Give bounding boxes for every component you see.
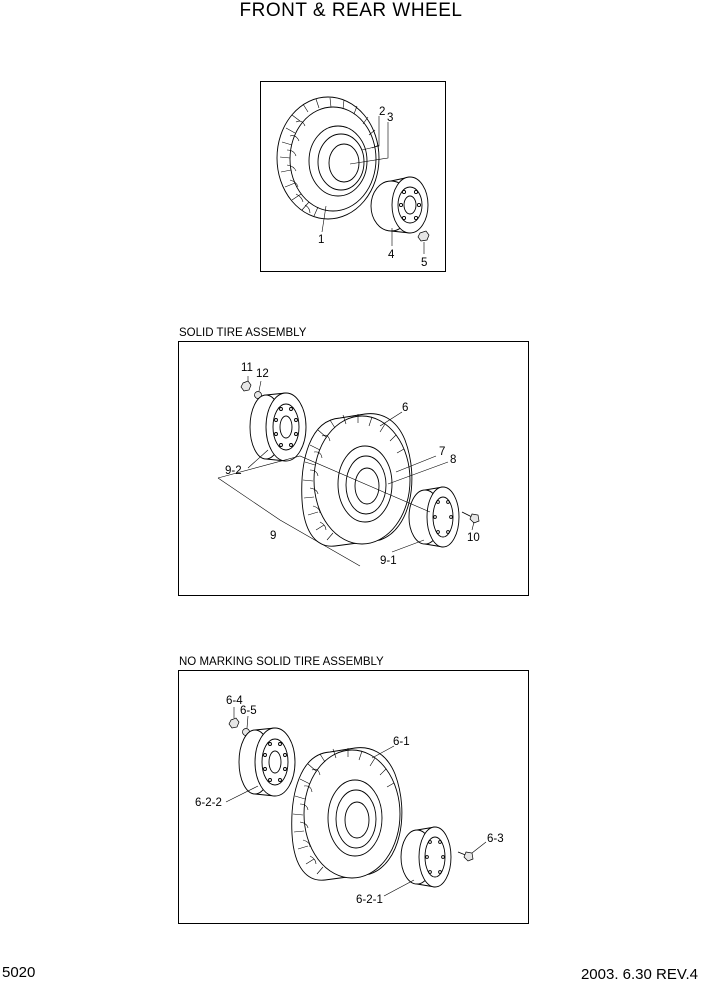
callout-8: 8 [450,454,456,466]
callout-9-2: 9-2 [225,465,242,477]
washer-12 [254,391,262,399]
callout-6-1: 6-1 [393,736,410,748]
callout-2: 2 [379,106,385,118]
no-marking-tire-caption: NO MARKING SOLID TIRE ASSEMBLY [179,656,384,668]
bolt-6-3 [457,851,474,862]
bolt-10 [461,511,480,524]
tire [276,96,380,220]
callout-6-5: 6-5 [240,705,257,717]
callout-6: 6 [402,402,408,414]
callout-5: 5 [421,257,427,269]
rim-half-6-2-1 [400,826,452,888]
solid-tire-caption: SOLID TIRE ASSEMBLY [179,327,307,339]
page-number: 5020 [2,964,36,981]
callout-1: 1 [318,234,324,246]
callout-6-4: 6-4 [226,695,243,707]
callout-4: 4 [388,249,395,261]
callout-7: 7 [439,446,445,458]
callout-6-3: 6-3 [487,833,504,845]
solid-tire-6 [301,413,413,547]
page-title: FRONT & REAR WHEEL [239,0,463,21]
rim-half-6-2-2 [238,727,296,797]
callout-6-2-2: 6-2-2 [195,797,222,809]
wheel-nut [417,230,430,242]
callout-11: 11 [241,362,253,374]
rim [370,176,429,234]
nut-6-4 [228,717,240,729]
callout-3: 3 [387,112,393,124]
revision-date: 2003. 6.30 REV.4 [580,966,698,983]
callout-10: 10 [467,532,480,544]
rim-half-9-2 [249,392,307,462]
rim-half-9-1 [408,486,460,548]
callout-9-1: 9-1 [380,555,397,567]
callout-12: 12 [256,368,269,380]
callout-6-2-1: 6-2-1 [356,894,383,906]
solid-tire-6-1 [291,747,403,881]
callout-9: 9 [270,530,276,542]
